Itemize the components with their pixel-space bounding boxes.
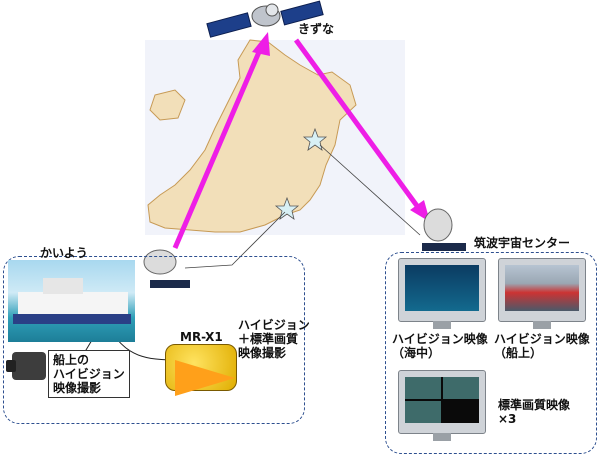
satellite-icon [206, 0, 324, 38]
leader-line-tsukuba [319, 144, 421, 236]
ship-region [3, 256, 305, 424]
mrx1-label: MR-X1 [180, 330, 223, 344]
uplink-arrowhead [252, 32, 270, 56]
tsukuba-label: 筑波宇宙センター [474, 236, 571, 250]
star-tsukuba [302, 127, 328, 151]
monitor-undersea [398, 258, 486, 329]
star-sea-site [274, 196, 300, 220]
tsukuba-region [385, 252, 597, 454]
uplink-arrow [172, 44, 265, 249]
land-peninsula [149, 89, 186, 121]
mrx1-caption: ハイビジョン ＋標準画質 映像撮影 [238, 318, 310, 360]
ship-label: かいよう [40, 246, 88, 260]
satellite-label: きずな [298, 22, 335, 36]
tsukuba-dish-icon [422, 208, 466, 251]
downlink-arrowhead [410, 200, 430, 222]
ship-photo [8, 260, 135, 342]
leader-line-ship [184, 211, 286, 269]
camera-icon [6, 352, 46, 380]
monitor-standard [398, 370, 486, 441]
onboard-caption: 船上の ハイビジョン 映像撮影 [48, 350, 130, 398]
monitor-standard-caption: 標準画質映像 ×3 [498, 398, 571, 426]
downlink-arrow [293, 38, 423, 212]
monitor-onboard [498, 258, 586, 329]
mrx1-vehicle [165, 344, 237, 391]
monitor-undersea-caption: ハイビジョン映像 （海中） [392, 332, 488, 360]
mrx1-light-beam [175, 360, 235, 396]
monitor-onboard-caption: ハイビジョン映像 （船上） [494, 332, 590, 360]
